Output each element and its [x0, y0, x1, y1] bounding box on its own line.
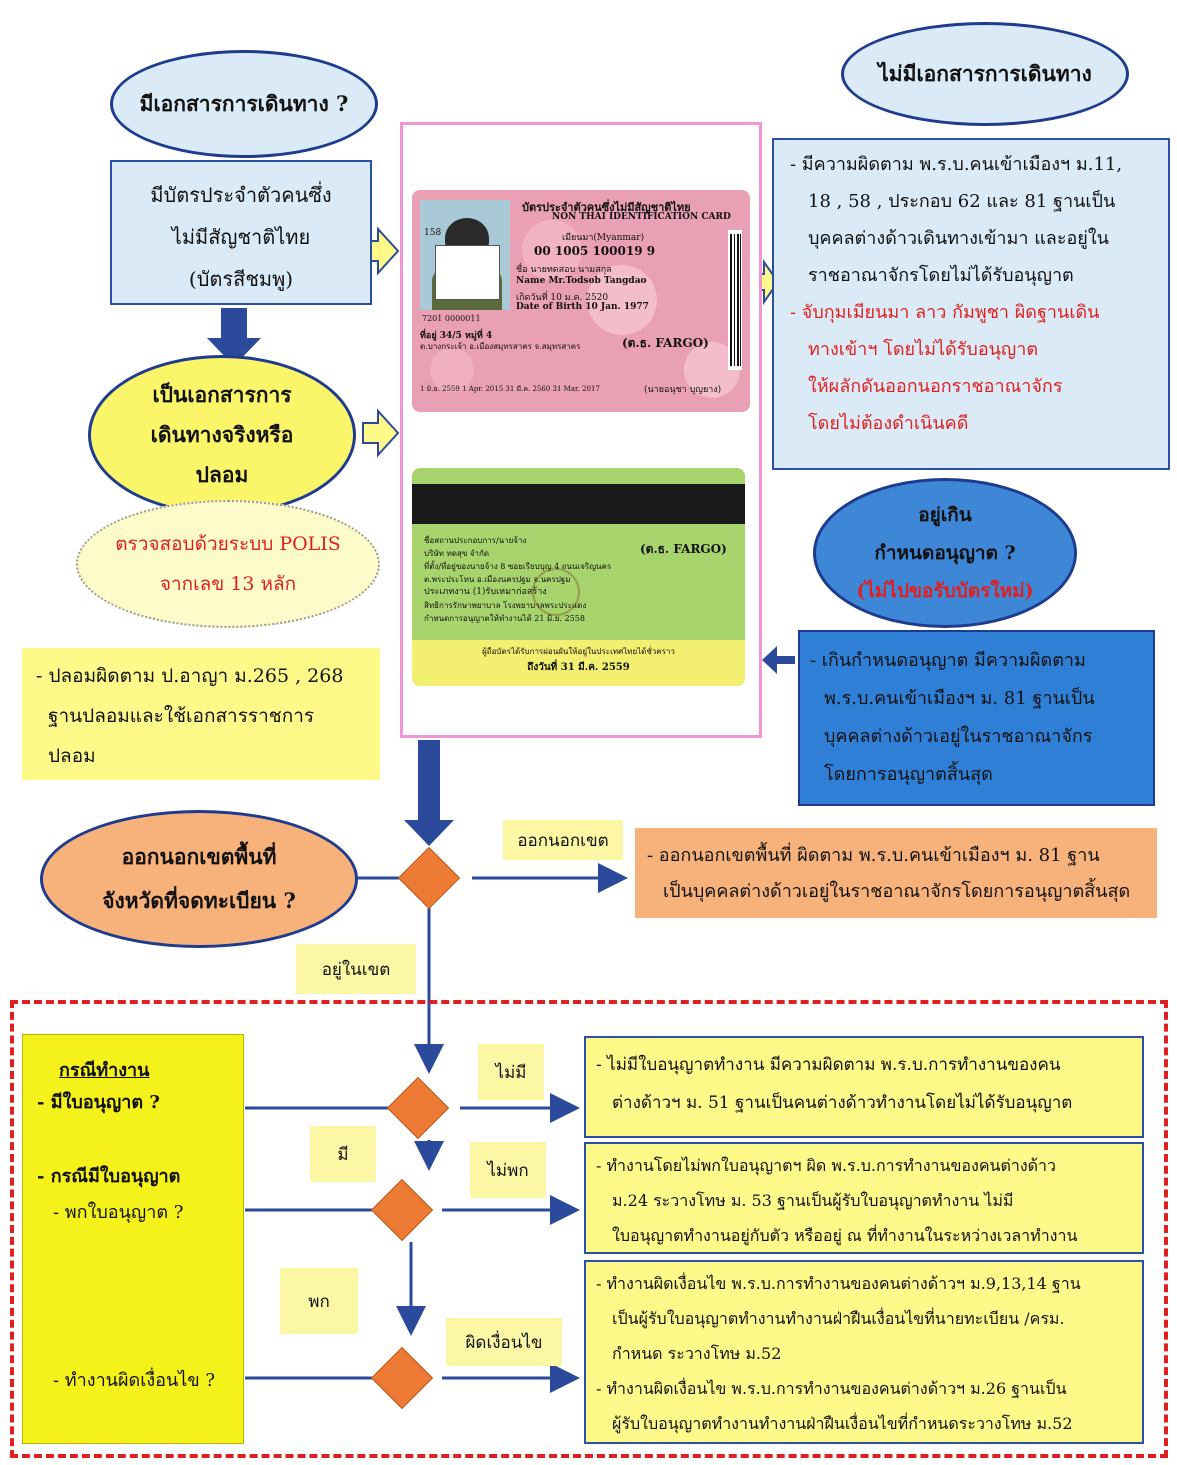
- card-title-en: NON THAI IDENTIFICATION CARD: [552, 212, 731, 222]
- q-travel-doc-oval: มีเอกสารการเดินทาง ?: [110, 50, 378, 158]
- label-violate: ผิดเงื่อนไข: [446, 1318, 562, 1366]
- card-address2: ต.บางกระเจ้า อ.เมืองสมุทรสาคร จ.สมุทรสาค…: [420, 342, 581, 351]
- card-name-en: Name Mr.Todsob Tangdao: [516, 276, 647, 286]
- forgery-box: - ปลอมผิดตาม ป.อาญา ม.265 , 268 ฐานปลอมแ…: [22, 648, 380, 780]
- pink-card-box: มีบัตรประจำตัวคนซึ่ง ไม่มีสัญชาติไทย (บั…: [110, 160, 372, 305]
- left-arrow-overstay: [762, 646, 795, 674]
- card-fargo: (ต.ธ. FARGO): [622, 336, 709, 350]
- no-travel-doc-oval: ไม่มีเอกสารการเดินทาง: [841, 22, 1129, 126]
- yellow-arrow-2: [362, 408, 400, 458]
- card-back-footer: ผู้ถือบัตรได้รับการผ่อนผันให้อยู่ในประเท…: [412, 640, 745, 686]
- card-photo: 158: [420, 200, 510, 310]
- id-card-front: 158 บัตรประจำตัวคนซึ่งไม่มีสัญชาติไทย NO…: [412, 190, 750, 412]
- card-id-number: 00 1005 100019 9: [534, 244, 656, 258]
- overstay-offense-box: - เกินกำหนดอนุญาต มีความผิดตาม พ.ร.บ.คนเ…: [798, 630, 1155, 806]
- outside-offense-box: - ออกนอกเขตพื้นที่ ผิดตาม พ.ร.บ.คนเข้าเม…: [635, 828, 1157, 918]
- q-carry: - พกใบอนุญาต ?: [53, 1202, 184, 1223]
- has-permit: - กรณีมีใบอนุญาต: [37, 1166, 181, 1187]
- card-title-th: บัตรประจำตัวคนซึ่งไม่มีสัญชาติไทย: [522, 201, 691, 214]
- id-card-back: (ต.ธ. FARGO) ชื่อสถานประกอบการ/นายจ้าง บ…: [412, 468, 745, 686]
- card-serial: 7201 0000011: [422, 314, 481, 323]
- card-dates: 1 มิ.ย. 2559 1 Apr. 2015 31 มี.ค. 2560 3…: [420, 385, 600, 393]
- label-outside: ออกนอกเขต: [503, 820, 623, 860]
- work-case-region: [10, 1000, 1168, 1458]
- label-none: ไม่มี: [478, 1044, 544, 1100]
- label-have: มี: [310, 1126, 376, 1182]
- down-arrow-1: [207, 308, 261, 366]
- q-overstay-oval: อยู่เกิน กำหนดอนุญาต ? (ไม่ไปขอรับบัตรให…: [813, 478, 1077, 628]
- q-outside-oval: ออกนอกเขตพื้นที่ จังหวัดที่จดทะเบียน ?: [40, 810, 358, 948]
- card-back-seal: [532, 568, 580, 616]
- q-conditions: - ทำงานผิดเงื่อนไข ?: [53, 1370, 215, 1391]
- card-signer: (นายอนุชา บุญยาง): [644, 385, 722, 395]
- card-name-th: ชื่อ นายทดสอบ นามสกุล: [516, 265, 612, 275]
- label-carry: พก: [280, 1268, 358, 1334]
- q-genuine-oval: เป็นเอกสารการ เดินทางจริงหรือ ปลอม: [88, 355, 356, 515]
- magnetic-stripe: [412, 484, 745, 524]
- no-permit-offense-box: - ไม่มีใบอนุญาตทำงาน มีความผิดตาม พ.ร.บ.…: [584, 1036, 1144, 1138]
- card-address: ที่อยู่ 34/5 หมู่ที่ 4: [420, 331, 493, 341]
- photo-number: 158: [424, 228, 442, 238]
- card-front-pattern: [430, 220, 742, 398]
- label-inside: อยู่ในเขต: [296, 944, 416, 994]
- violate-offense-box: - ทำงานผิดเงื่อนไข พ.ร.บ.การทำงานของคนต่…: [584, 1260, 1144, 1444]
- label-not-carry: ไม่พก: [470, 1142, 546, 1198]
- card-back-fargo: (ต.ธ. FARGO): [640, 542, 727, 556]
- polis-check-oval: ตรวจสอบด้วยระบบ POLIS จากเลข 13 หลัก: [76, 500, 380, 628]
- work-case-box: กรณีทำงาน - มีใบอนุญาต ? - กรณีมีใบอนุญา…: [22, 1034, 244, 1444]
- no-doc-offense-box: - มีความผิดตาม พ.ร.บ.คนเข้าเมืองฯ ม.11, …: [772, 138, 1170, 470]
- work-case-title: กรณีทำงาน: [59, 1060, 150, 1081]
- q-permit: - มีใบอนุญาต ?: [37, 1092, 160, 1113]
- card-nationality: เมียนมา(Myanmar): [562, 233, 645, 243]
- down-arrow-main: [404, 740, 454, 846]
- card-dob-th: เกิดวันที่ 10 ม.ค. 2520: [516, 293, 609, 303]
- card-dob-en: Date of Birth 10 Jan. 1977: [516, 302, 649, 312]
- face-redaction: [435, 245, 500, 300]
- card-back-lines: ชื่อสถานประกอบการ/นายจ้าง บริษัท ทดสุข จ…: [424, 536, 612, 623]
- not-carry-offense-box: - ทำงานโดยไม่พกใบอนุญาตฯ ผิด พ.ร.บ.การทำ…: [584, 1142, 1144, 1254]
